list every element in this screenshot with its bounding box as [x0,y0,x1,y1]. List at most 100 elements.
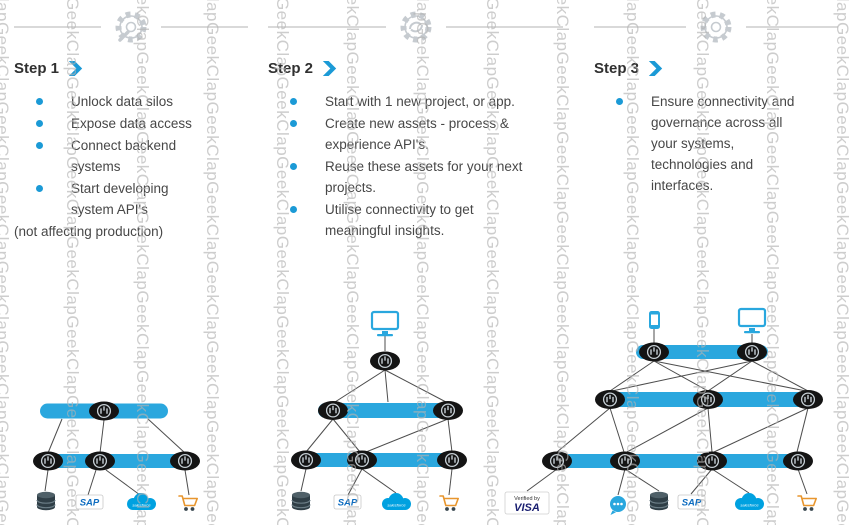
mule-node-icon [169,450,201,472]
gear-sync-icon [400,11,431,43]
connector-line [361,468,397,494]
connector-line [796,407,809,453]
connector-line [526,468,558,492]
mule-node-icon [696,450,728,472]
diagram-step-2: SAP salesforce [290,310,468,511]
salesforce-icon: salesforce [735,493,764,510]
connector-line [332,418,361,453]
connector-line [751,360,809,392]
sap-label: SAP [682,498,702,509]
mule-node-icon [692,389,724,410]
sap-logo: SAP [75,494,104,510]
step-1-column: Step 1 Unlock data silos Expose data acc… [0,0,262,242]
connector-line [707,407,713,453]
connector-line [99,419,105,454]
connector-line [690,468,713,495]
divider-line [746,26,838,28]
step-1-divider-row [14,0,248,54]
api-layer-bar [295,453,461,467]
bullet-label: Unlock data silos [71,94,174,109]
mule-node-icon [541,450,573,472]
mule-node-icon [792,389,824,410]
connector-line [347,468,363,496]
database-icon [649,491,669,511]
connector-line [611,360,753,392]
verified-by-visa-logo: Verified by VISA [504,491,550,515]
shopping-cart-icon [439,495,459,511]
step-2-divider-row [268,0,563,54]
mobile-icon [649,311,660,329]
bullet-label: Utilise connectivity to get meaningful i… [325,202,474,238]
connector-line [711,468,750,494]
gear-icon [700,11,732,43]
mule-node-icon [594,389,626,410]
sap-logo: SAP [333,494,362,510]
salesforce-label: salesforce [132,503,151,508]
monitor-icon [370,310,400,337]
chevron-right-icon [68,61,83,76]
connector-line [44,469,49,492]
list-item: Start developing system API's [14,178,248,220]
step-3-divider-row [594,0,838,54]
verified-by-label: Verified by [514,496,540,502]
step-2-label: Step 2 [268,60,314,77]
bullet-label: Expose data access [71,116,192,131]
mule-node-icon [782,450,814,472]
bullet-dot-icon [36,185,43,192]
connector-line [105,469,141,496]
list-item: Utilise connectivity to get meaningful i… [268,199,563,241]
salesforce-icon: salesforce [382,493,411,510]
step-2-column: Step 2 Start with 1 new project, or app.… [262,0,577,242]
list-item: Ensure connectivity and governance acros… [594,91,838,196]
salesforce-label: salesforce [387,503,406,508]
api-layer-bar [36,454,198,468]
steps-columns: Step 1 Unlock data silos Expose data acc… [0,0,852,242]
connector-line [617,468,626,496]
connector-line [707,360,753,392]
chevron-right-icon [648,61,663,76]
mule-node-icon [88,400,120,422]
bullet-label: Start with 1 new project, or app. [325,94,515,109]
connector-line [713,407,809,453]
connector-line [47,418,63,454]
diagram-step-3: Verified by VISA [504,307,824,515]
list-item: Connect backend systems [14,135,248,177]
visa-label: VISA [514,502,540,514]
chat-icon [610,496,626,515]
step-3-heading: Step 3 [594,60,838,77]
mule-node-icon [290,449,322,471]
shopping-cart-icon [797,495,817,511]
bullet-dot-icon [290,206,297,213]
sap-label: SAP [80,498,100,509]
mule-node-icon [84,450,116,472]
list-item: Unlock data silos [14,91,248,112]
chevron-right-icon [322,61,337,76]
step-1-footnote: (not affecting production) [14,224,164,239]
connector-line [365,418,449,453]
mule-node-icon [346,449,378,471]
bullet-dot-icon [290,98,297,105]
step-3-bullet-list: Ensure connectivity and governance acros… [594,91,838,196]
gear-wrench-icon [115,11,147,43]
mule-node-icon [609,450,641,472]
divider-line [161,26,248,28]
connector-line [609,407,625,453]
step-3-column: Step 3 Ensure connectivity and governanc… [577,0,852,242]
mule-node-icon [638,341,670,363]
connector-line [184,469,190,496]
divider-line [594,26,686,28]
bullet-label: Start developing system API's [71,181,169,217]
sap-logo: SAP [677,494,706,510]
list-item: Reuse these assets for your next project… [268,156,563,198]
connector-line [384,369,389,403]
step-1-heading: Step 1 [14,60,248,77]
mule-node-icon [432,400,464,421]
bullet-dot-icon [36,98,43,105]
architecture-diagrams: SAP salesforce [0,268,852,525]
step-1-label: Step 1 [14,60,60,77]
api-layer-bar [318,403,460,418]
diagram-step-1: SAP salesforce [32,400,201,511]
connector-line [624,468,660,492]
api-layer-bar [544,454,810,468]
